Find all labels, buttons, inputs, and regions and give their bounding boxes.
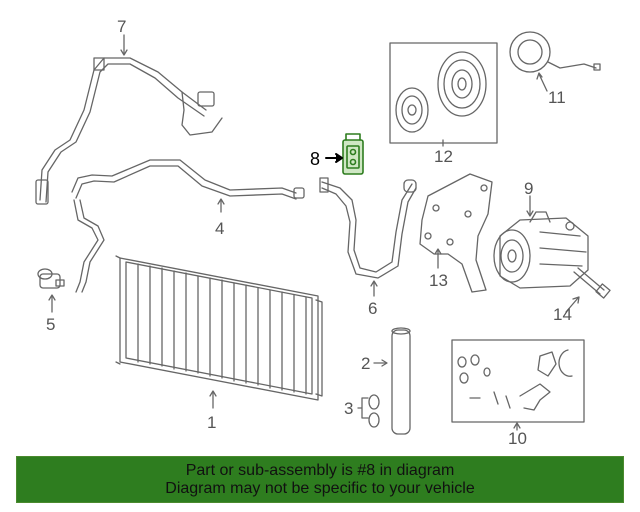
part-10-hardware-kit[interactable] <box>451 339 585 423</box>
part-7-ac-line[interactable] <box>35 57 223 205</box>
callout-11[interactable]: 11 <box>548 88 566 107</box>
banner-line-2: Diagram may not be specific to your vehi… <box>165 480 475 497</box>
part-2-receiver-drier[interactable] <box>391 327 411 435</box>
part-8-leader <box>325 153 343 163</box>
callout-8[interactable]: 8 <box>310 149 320 169</box>
part-5-pressure-switch[interactable] <box>37 268 65 289</box>
part-14-bolt[interactable] <box>573 267 611 299</box>
part-4-ac-line[interactable] <box>71 159 305 293</box>
info-banner: Part or sub-assembly is #8 in diagram Di… <box>16 456 624 503</box>
callout-4[interactable]: 4 <box>215 219 224 238</box>
callout-9[interactable]: 9 <box>524 179 533 198</box>
callout-13[interactable]: 13 <box>429 271 448 290</box>
banner-line-1: Part or sub-assembly is #8 in diagram <box>185 462 455 479</box>
part-9-compressor[interactable] <box>493 211 589 289</box>
callout-3[interactable]: 3 <box>344 399 353 418</box>
part-3-o-rings[interactable] <box>368 394 380 428</box>
callout-2[interactable]: 2 <box>361 354 370 373</box>
callout-12[interactable]: 12 <box>434 147 453 166</box>
callout-14[interactable]: 14 <box>553 305 572 324</box>
callout-7[interactable]: 7 <box>117 17 126 36</box>
part-12-clutch-assembly[interactable] <box>389 42 498 144</box>
parts-diagram: 7 4 5 8 6 1 2 3 12 11 13 9 14 10 <box>35 17 611 448</box>
callout-10[interactable]: 10 <box>508 429 527 448</box>
part-6-ac-line[interactable] <box>319 177 417 279</box>
callout-5[interactable]: 5 <box>46 315 55 334</box>
part-11-clutch-coil[interactable] <box>509 31 601 73</box>
part-8-expansion-valve[interactable] <box>342 133 364 175</box>
callout-6[interactable]: 6 <box>368 299 377 318</box>
part-13-bracket[interactable] <box>419 173 493 293</box>
leader-lines <box>48 34 580 431</box>
callout-1[interactable]: 1 <box>207 413 216 432</box>
part-1-condenser[interactable] <box>115 255 323 401</box>
